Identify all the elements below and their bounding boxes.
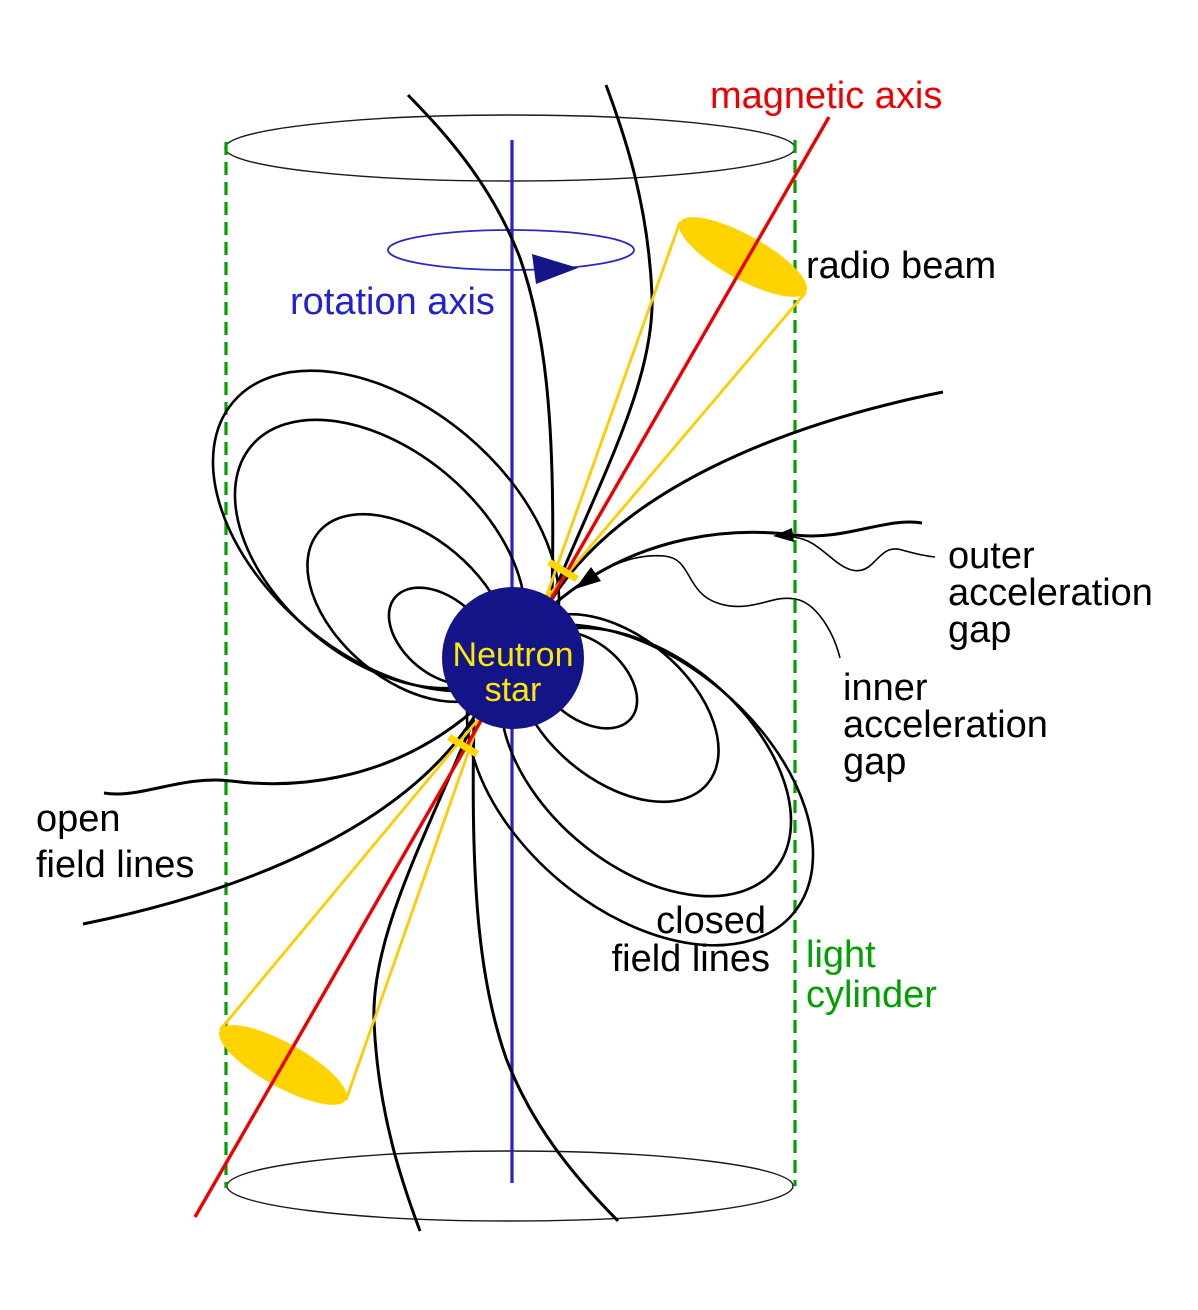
beam-cone-edge (543, 221, 682, 601)
closed-field-lines-label-line1: closed (656, 900, 766, 942)
open-field-lines-label-line1: open (36, 798, 121, 840)
radio-beam-label: radio beam (806, 245, 996, 287)
outer-gap-label-line3: gap (948, 609, 1011, 651)
closed-field-lines-label-line2: field lines (612, 938, 770, 980)
light-cylinder-label-line2: cylinder (806, 974, 937, 1016)
neutron-star-disk (442, 587, 584, 729)
cylinder-top-ellipse (224, 114, 796, 182)
field-line (406, 93, 555, 596)
beam-ellipse (679, 217, 807, 297)
radio-beam-upper (543, 217, 808, 601)
field-line (550, 84, 654, 598)
annotations (575, 528, 936, 659)
outer-gap-label-line2: acceleration (948, 572, 1153, 614)
inner-gap-label-line3: gap (843, 741, 906, 783)
field-line (82, 713, 478, 926)
inner-gap-arrow-icon (575, 567, 601, 589)
field-line (103, 708, 475, 796)
outer-gap-arrow-icon (773, 528, 794, 542)
inner-gap-label-line2: acceleration (843, 704, 1048, 746)
inner-gap-label-line1: inner (843, 667, 928, 709)
field-line (548, 390, 944, 603)
open-field-lines-group (82, 84, 944, 1232)
open-field-lines-label-line2: field lines (36, 844, 194, 886)
outer-gap-leader-line (792, 536, 936, 572)
inner-gap-marker-upper (547, 559, 579, 582)
beam-cone-edge (543, 291, 808, 601)
field-line (372, 718, 476, 1232)
rotation-axis-label: rotation axis (290, 281, 495, 323)
labels: magnetic axis rotation axis radio beam o… (36, 75, 1153, 1016)
light-cylinder-label-line1: light (806, 934, 876, 976)
magnetic-axis-label: magnetic axis (710, 75, 942, 117)
rotation-ellipse (387, 229, 635, 271)
outer-gap-label-line1: outer (948, 535, 1035, 577)
neutron-star-label-line1: Neutron (453, 636, 574, 674)
inner-gap-marker-lower (447, 734, 479, 757)
field-line (471, 720, 620, 1223)
light-cylinder (224, 114, 797, 1222)
beam-cone-edge (218, 715, 483, 1031)
cylinder-bottom-ellipse (226, 1150, 794, 1222)
inner-gap-leader-line (593, 554, 841, 659)
rotation-direction-arrow-icon (532, 254, 578, 284)
beam-cone-edge (344, 715, 483, 1101)
neutron-star: Neutron star (442, 587, 584, 729)
neutron-star-label-line2: star (485, 671, 542, 709)
